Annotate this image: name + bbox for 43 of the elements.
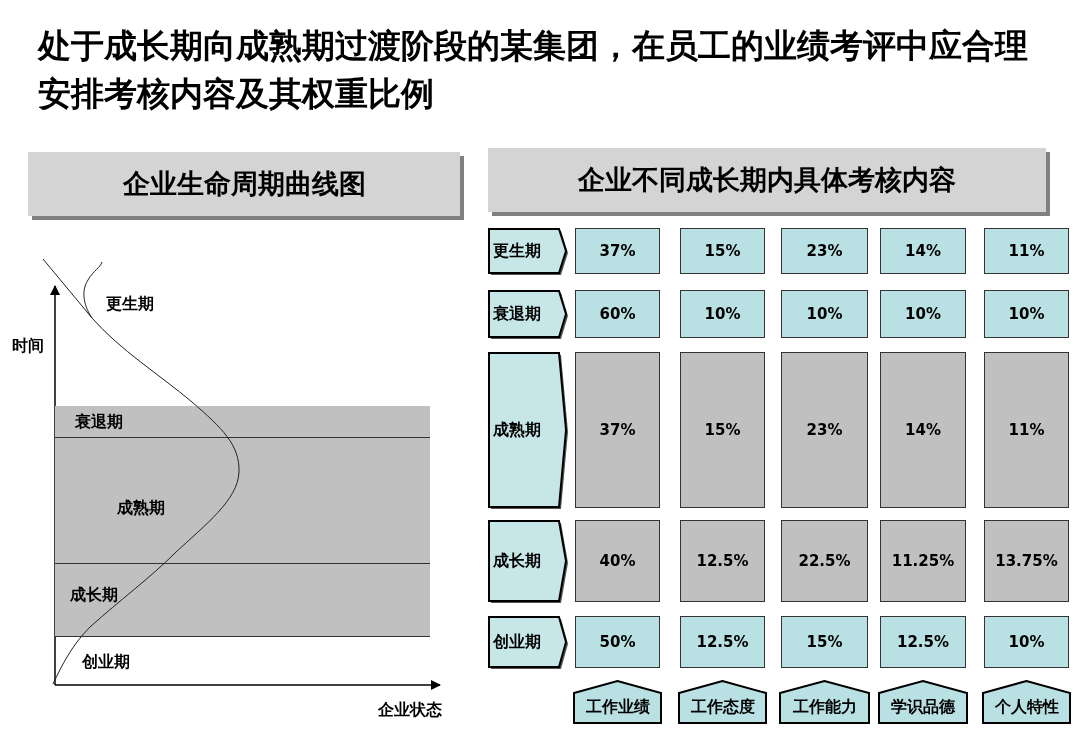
weight-box: 11% — [984, 228, 1069, 274]
stage-band: 衰退期 — [55, 406, 430, 438]
axis-label: 企业状态 — [378, 700, 442, 721]
weight-box: 15% — [781, 616, 868, 668]
page-title: 处于成长期向成熟期过渡阶段的某集团，在员工的业绩考评中应合理安排考核内容及其权重比例 — [38, 25, 1029, 115]
criterion-tab: 学识品德 — [878, 680, 968, 724]
weight-box: 22.5% — [781, 520, 868, 602]
weight-box: 15% — [680, 228, 765, 274]
stage-arrow-tab: 成熟期 — [488, 352, 568, 508]
criterion-tab: 工作能力 — [779, 680, 870, 724]
criterion-tab: 工作业绩 — [573, 680, 662, 724]
stage-arrow-tab: 成长期 — [488, 520, 568, 602]
weight-box: 10% — [781, 290, 868, 338]
weight-box: 60% — [575, 290, 660, 338]
criterion-tab: 工作态度 — [678, 680, 767, 724]
stage-band: 成熟期 — [55, 438, 430, 564]
weight-box: 11% — [984, 352, 1069, 508]
weight-box: 10% — [984, 290, 1069, 338]
weight-box: 12.5% — [680, 520, 765, 602]
weight-box: 50% — [575, 616, 660, 668]
weight-box: 40% — [575, 520, 660, 602]
stage-label: 创业期 — [82, 652, 130, 673]
weight-box: 10% — [880, 290, 966, 338]
weight-box: 14% — [880, 228, 966, 274]
weight-box: 10% — [680, 290, 765, 338]
weight-box: 37% — [575, 352, 660, 508]
weight-box: 23% — [781, 228, 868, 274]
stage-arrow-tab: 更生期 — [488, 228, 568, 274]
weight-box: 12.5% — [680, 616, 765, 668]
weight-box: 14% — [880, 352, 966, 508]
criterion-tab: 个人特性 — [982, 680, 1071, 724]
stage-label: 更生期 — [106, 294, 154, 315]
stage-band: 成长期 — [55, 564, 430, 637]
stage-arrow-tab: 衰退期 — [488, 290, 568, 338]
stage-arrow-tab: 创业期 — [488, 616, 568, 668]
weight-box: 10% — [984, 616, 1069, 668]
weight-box: 23% — [781, 352, 868, 508]
axis-label: 时间 — [12, 336, 44, 357]
weight-box: 11.25% — [880, 520, 966, 602]
weight-box: 37% — [575, 228, 660, 274]
weight-box: 13.75% — [984, 520, 1069, 602]
weight-box: 15% — [680, 352, 765, 508]
weight-box: 12.5% — [880, 616, 966, 668]
